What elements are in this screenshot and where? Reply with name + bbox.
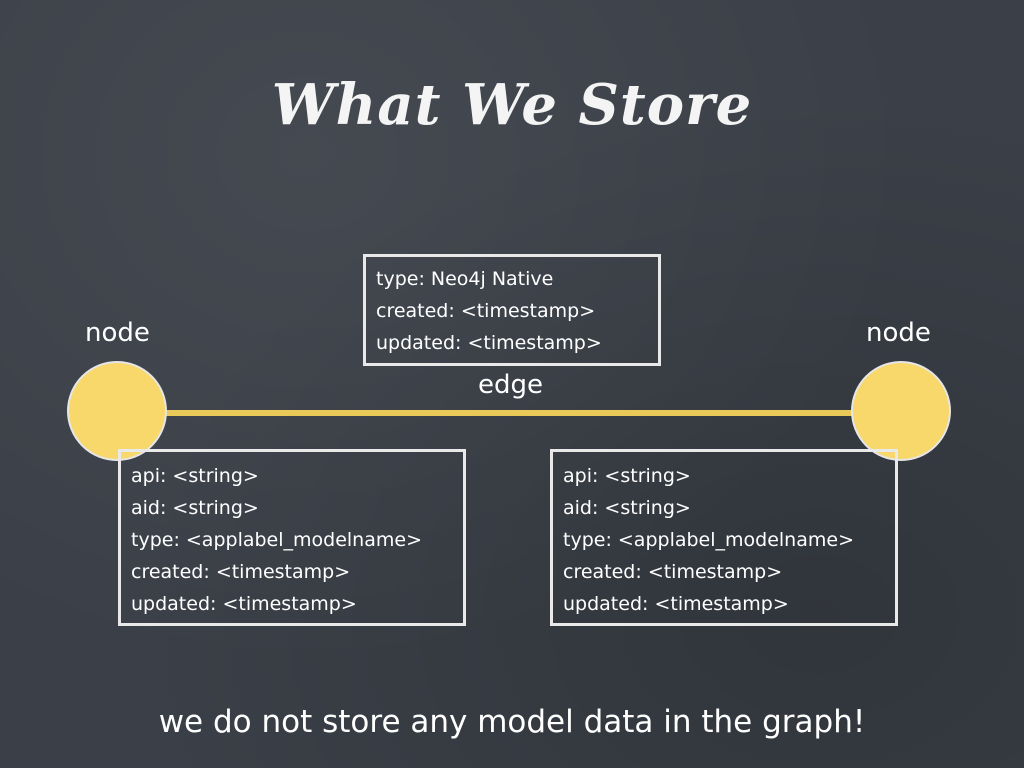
left-prop-type: type: <applabel_modelname> [131,529,422,551]
right-prop-aid: aid: <string> [563,497,691,519]
left-node-properties-box: api: <string> aid: <string> type: <appla… [118,449,466,626]
left-prop-updated: updated: <timestamp> [131,593,357,615]
right-prop-type: type: <applabel_modelname> [563,529,854,551]
slide-title: What We Store [271,72,753,138]
footer-note: we do not store any model data in the gr… [158,704,866,740]
right-prop-updated: updated: <timestamp> [563,593,789,615]
node-circle-left [67,361,167,461]
right-node-properties-box: api: <string> aid: <string> type: <appla… [550,449,898,626]
left-prop-created: created: <timestamp> [131,561,351,583]
left-prop-aid: aid: <string> [131,497,259,519]
edge-label: edge [478,370,543,400]
edge-connector-line [160,410,860,416]
node-label-right: node [866,318,931,348]
node-circle-right [851,361,951,461]
edge-prop-created: created: <timestamp> [376,300,596,322]
node-label-left: node [85,318,150,348]
left-prop-api: api: <string> [131,465,259,487]
right-prop-created: created: <timestamp> [563,561,783,583]
edge-prop-updated: updated: <timestamp> [376,332,602,354]
edge-properties-box: type: Neo4j Native created: <timestamp> … [363,254,661,366]
edge-prop-type: type: Neo4j Native [376,268,554,290]
right-prop-api: api: <string> [563,465,691,487]
